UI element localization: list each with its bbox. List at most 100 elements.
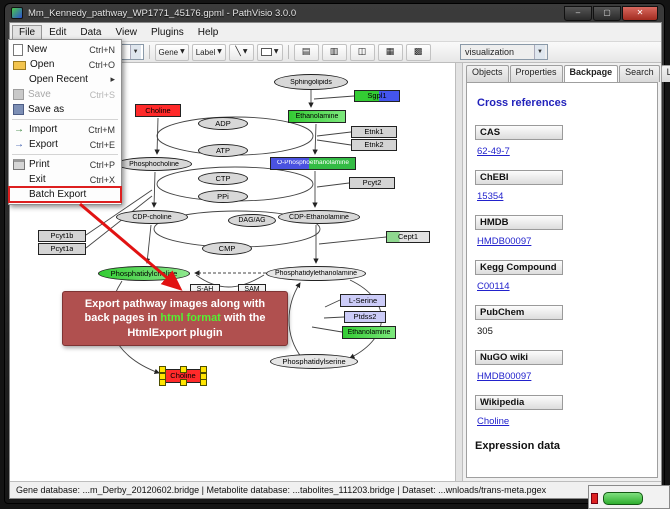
pathway-node-ethanolamine[interactable]: Ethanolamine — [342, 326, 396, 339]
pathway-node-ppi[interactable]: PPi — [198, 190, 248, 203]
pathway-node-label: S-AH — [196, 286, 214, 293]
pathway-node-sgpl1[interactable]: Sgpl1 — [354, 90, 400, 102]
visualization-value: visualization — [465, 47, 515, 57]
menu-view[interactable]: View — [115, 26, 137, 38]
tab-search[interactable]: Search — [619, 65, 660, 82]
pathway-node-sphingolipids[interactable]: Sphingolipids — [274, 74, 348, 90]
menu-data[interactable]: Data — [80, 26, 102, 38]
tab-legend[interactable]: Legend — [660, 65, 670, 82]
xref-database-name: PubChem — [475, 305, 563, 320]
annotation-box: Export pathway images along with back pa… — [62, 291, 288, 346]
pathway-node-label: ADP — [215, 119, 231, 128]
line-tool-button[interactable]: ╲▼ — [228, 43, 254, 61]
distribute-horizontal-button[interactable]: ▦ — [377, 43, 403, 61]
window-controls: – ▢ ✕ — [564, 5, 658, 21]
xref-id-link[interactable]: HMDB00097 — [477, 236, 532, 247]
tab-objects[interactable]: Objects — [466, 65, 509, 82]
menu-edit[interactable]: Edit — [49, 26, 67, 38]
pathway-node-pcyt2[interactable]: Pcyt2 — [349, 177, 395, 189]
xref-id-link[interactable]: 62-49-7 — [477, 146, 510, 157]
selection-handle[interactable] — [159, 373, 166, 380]
label-tool-button[interactable]: Label▼ — [191, 43, 226, 61]
pathway-node-ptdss2[interactable]: Ptdss2 — [344, 311, 386, 323]
import-arrow-icon — [13, 124, 25, 135]
maximize-button[interactable]: ▢ — [593, 5, 621, 21]
pathway-node-ethanolamine[interactable]: Ethanolamine — [288, 110, 346, 123]
minimize-button[interactable]: – — [564, 5, 592, 21]
menu-shortcut: Ctrl+S — [89, 89, 115, 100]
align-top-icon: ◫ — [357, 46, 367, 57]
menu-plugins[interactable]: Plugins — [150, 26, 184, 38]
menu-separator — [12, 154, 118, 155]
tab-backpage[interactable]: Backpage — [563, 65, 619, 82]
pathway-node-phosphatidylserine[interactable]: Phosphatidylserine — [270, 354, 358, 369]
shape-tool-button[interactable]: ▼ — [256, 43, 283, 61]
pathway-node-cmp[interactable]: CMP — [202, 242, 252, 255]
pathway-node-etnk2[interactable]: Etnk2 — [351, 139, 397, 151]
pathway-node-phosphatidylethanolamine[interactable]: Phosphatidylethanolamine — [266, 266, 366, 281]
export-arrow-icon — [13, 139, 25, 150]
file-menu-item-label: Exit — [29, 174, 46, 185]
pathway-node-phosphocholine[interactable]: Phosphocholine — [116, 157, 192, 171]
pathway-node-cept1[interactable]: Cept1 — [386, 231, 430, 243]
app-icon — [11, 7, 23, 19]
pathway-node-choline[interactable]: Choline — [159, 366, 207, 386]
pathway-node-cdp-ethanolamine[interactable]: CDP-Ethanolamine — [278, 210, 360, 224]
xref-id-link[interactable]: Choline — [477, 416, 510, 427]
printer-icon — [13, 159, 25, 170]
menu-file[interactable]: File — [12, 24, 43, 40]
selection-handle[interactable] — [180, 379, 187, 386]
file-menu-item-open-recent[interactable]: Open Recent▸ — [9, 72, 121, 87]
selection-handle[interactable] — [200, 379, 207, 386]
file-menu-item-batch-export[interactable]: Batch Export — [8, 186, 122, 203]
selection-handle[interactable] — [180, 366, 187, 373]
pathway-node-label: ATP — [215, 146, 231, 155]
panel-splitter[interactable] — [455, 63, 463, 481]
pathway-node-l-serine[interactable]: L-Serine — [340, 294, 386, 307]
align-left-button[interactable]: ▤ — [293, 43, 319, 61]
pathway-node-phosphatidylcholine[interactable]: Phosphatidylcholine — [98, 266, 190, 281]
selection-handle[interactable] — [159, 379, 166, 386]
pathway-node-cdp-choline[interactable]: CDP-choline — [116, 210, 188, 224]
xref-id-link[interactable]: HMDB00097 — [477, 371, 532, 382]
pathway-node-o-phosphoethanolamine[interactable]: O-Phosphoethanolamine — [270, 157, 356, 170]
selection-handle[interactable] — [159, 366, 166, 373]
close-button[interactable]: ✕ — [622, 5, 658, 21]
pathway-node-ctp[interactable]: CTP — [198, 172, 248, 185]
pathway-node-etnk1[interactable]: Etnk1 — [351, 126, 397, 138]
align-top-button[interactable]: ◫ — [349, 43, 375, 61]
pathway-node-pcyt1b[interactable]: Pcyt1b — [38, 230, 86, 242]
pathway-node-pcyt1a[interactable]: Pcyt1a — [38, 243, 86, 255]
align-center-button[interactable]: ▥ — [321, 43, 347, 61]
tab-properties[interactable]: Properties — [509, 65, 563, 82]
distribute-vertical-button[interactable]: ▩ — [405, 43, 431, 61]
pathway-node-choline[interactable]: Choline — [135, 104, 181, 117]
datanode-tool-button[interactable]: Gene▼ — [154, 43, 189, 61]
xref-id-link[interactable]: C00114 — [477, 281, 510, 292]
visualization-combobox[interactable]: visualization ▼ — [460, 44, 548, 60]
selection-handle[interactable] — [200, 366, 207, 373]
pathway-node-atp[interactable]: ATP — [198, 144, 248, 157]
annotation-highlight: html format — [160, 312, 221, 325]
titlebar[interactable]: Mm_Kennedy_pathway_WP1771_45176.gpml - P… — [5, 4, 664, 22]
xref-id-link[interactable]: 15354 — [477, 191, 504, 202]
pathway-node-label: CTP — [215, 174, 231, 183]
file-menu-item-save-as[interactable]: Save as — [9, 102, 121, 117]
file-menu-item-label: Save as — [28, 104, 65, 115]
menu-help[interactable]: Help — [197, 26, 219, 38]
pathway-node-adp[interactable]: ADP — [198, 117, 248, 130]
pathway-node-dag-ag[interactable]: DAG/AG — [228, 214, 276, 227]
distribute-vertical-icon: ▩ — [413, 46, 423, 57]
